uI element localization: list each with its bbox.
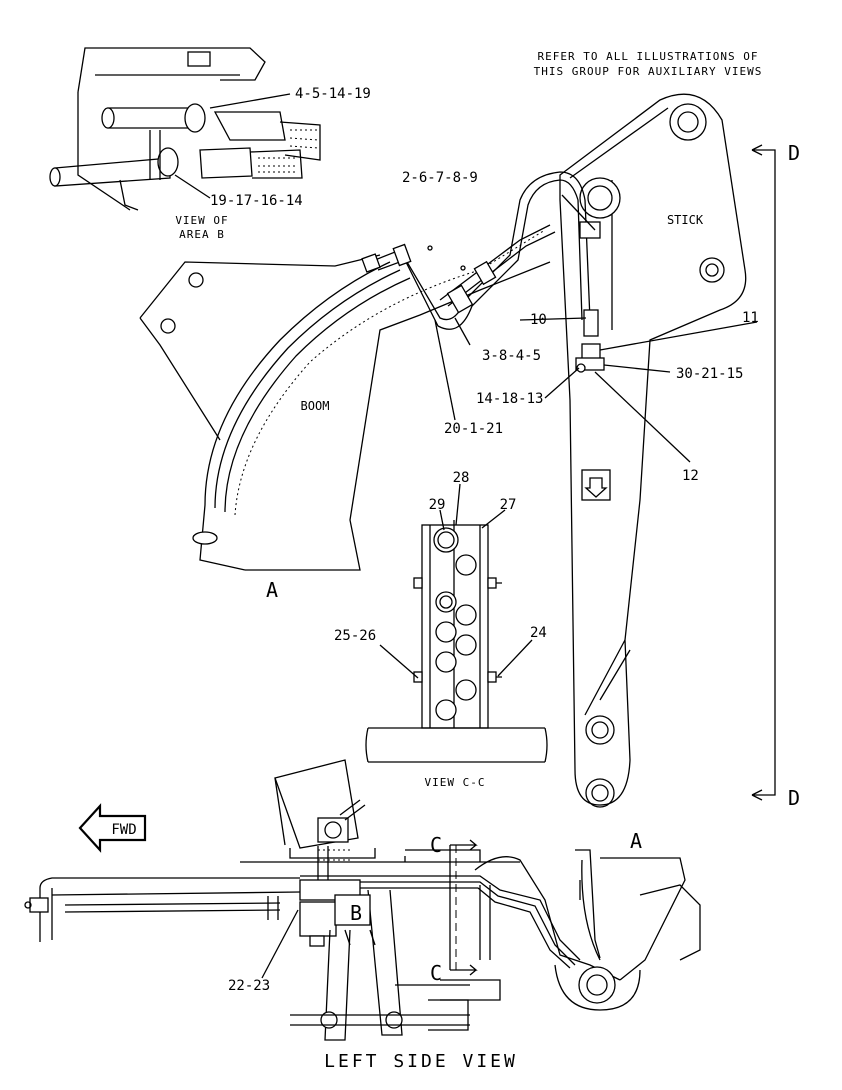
callout-3-8-4-5: 3-8-4-5 [482, 348, 541, 364]
view-c-c [365, 483, 548, 763]
stick-drawing [559, 93, 747, 808]
section-marker-d-bottom: D [788, 786, 800, 810]
callout-leaders [434, 194, 758, 463]
section-c-line [449, 839, 478, 976]
note-line-2: THIS GROUP FOR AUXILIARY VIEWS [534, 65, 763, 78]
callout-12: 12 [682, 468, 699, 484]
callout-20-1-21: 20-1-21 [444, 421, 503, 437]
section-marker-c-top: C [430, 833, 442, 857]
detail-marker-a-boom: A [266, 578, 278, 602]
left-side-view [24, 759, 701, 1041]
callout-24: 24 [530, 625, 547, 641]
callout-28: 28 [453, 470, 470, 486]
callout-27: 27 [500, 497, 517, 513]
fwd-label: FWD [111, 822, 136, 838]
callout-29: 29 [429, 497, 446, 513]
callout-10: 10 [530, 312, 547, 328]
callout-22-23: 22-23 [228, 978, 270, 994]
left-side-view-label: LEFT SIDE VIEW [324, 1051, 518, 1072]
section-marker-c-bottom: C [430, 961, 442, 985]
callout-11: 11 [742, 310, 759, 326]
callout-2-6-7-8-9: 2-6-7-8-9 [402, 170, 478, 186]
section-marker-d-top: D [788, 141, 800, 165]
callout-30-21-15: 30-21-15 [676, 366, 743, 382]
section-d-line [751, 144, 776, 801]
detail-marker-b: B [350, 901, 362, 925]
view-area-b [49, 47, 321, 211]
boom-drawing [139, 229, 551, 571]
view-c-c-label: VIEW C-C [425, 776, 486, 789]
callout-4-5-14-19: 4-5-14-19 [295, 86, 371, 102]
callout-22-23-leader [261, 909, 299, 979]
view-area-b-line-1: VIEW OF [175, 214, 228, 227]
note-line-1: REFER TO ALL ILLUSTRATIONS OF [537, 50, 758, 63]
fwd-arrow-icon [78, 803, 147, 853]
callout-14-18-13: 14-18-13 [476, 391, 543, 407]
callout-19-17-16-14: 19-17-16-14 [210, 193, 303, 209]
callout-25-26: 25-26 [334, 628, 376, 644]
detail-marker-a-side: A [630, 829, 642, 853]
hydraulic-lines [361, 171, 605, 373]
view-area-b-line-2: AREA B [179, 228, 225, 241]
boom-label: BOOM [301, 399, 330, 413]
stick-label: STICK [667, 213, 704, 227]
